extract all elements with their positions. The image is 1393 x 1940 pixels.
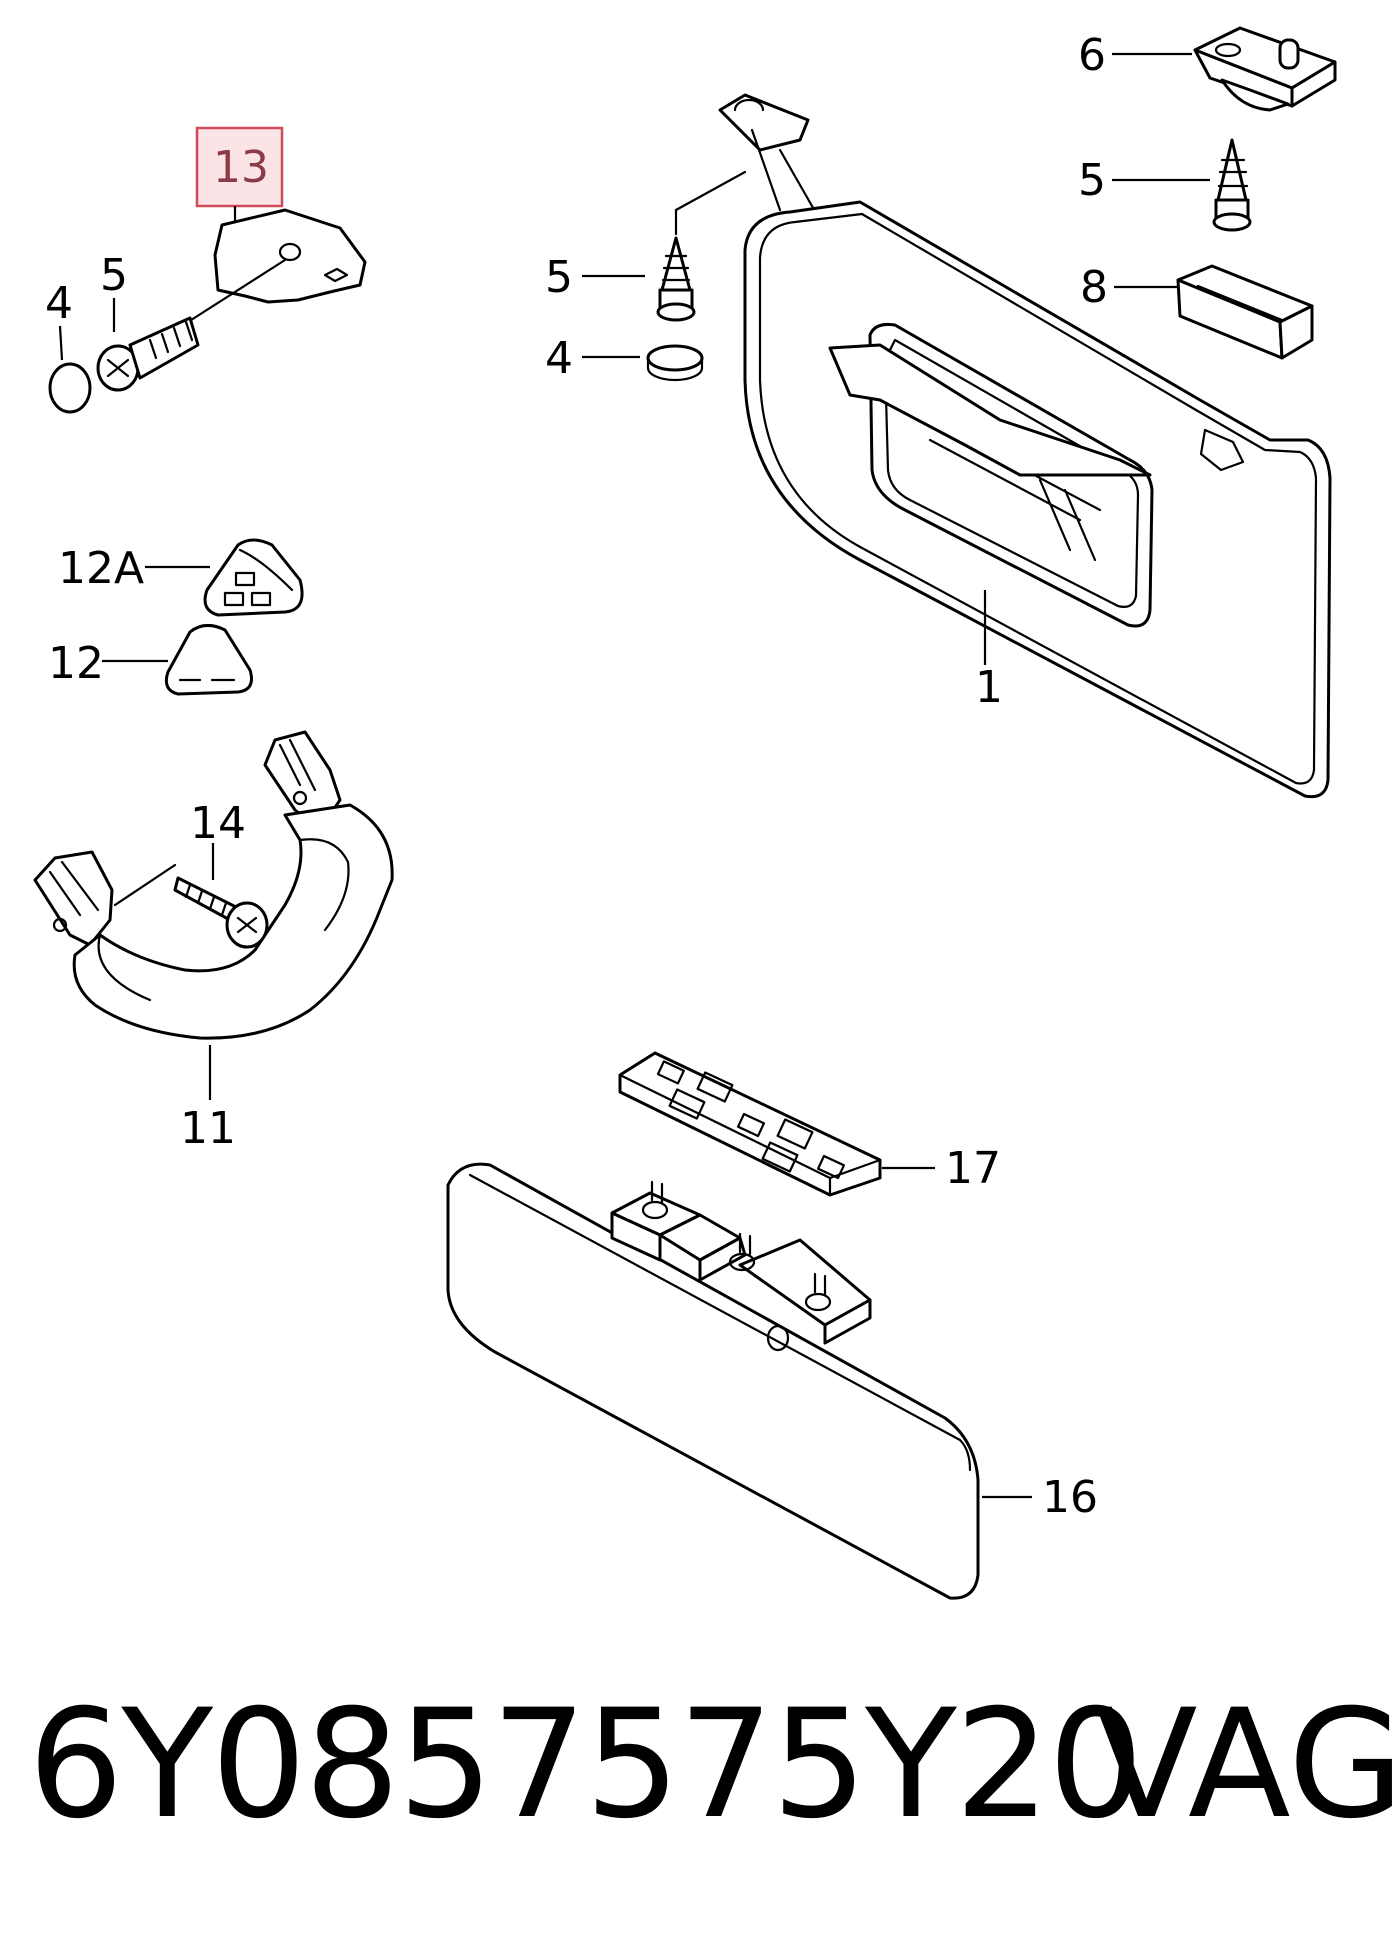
callout-4-left: 4	[45, 278, 73, 329]
part-4-ring-center: 4	[545, 333, 704, 384]
callout-5-center: 5	[545, 252, 573, 303]
part-5-screw-top-right: 5	[1078, 138, 1252, 232]
callout-4-center: 4	[545, 333, 573, 384]
part-16-mirror: 16	[446, 1162, 1098, 1600]
part-12-cover: 12	[48, 624, 253, 696]
part-5-screw-left: 5	[96, 250, 200, 392]
part-13-visor-bracket: 13	[186, 126, 367, 324]
callout-5-top-right: 5	[1078, 155, 1106, 206]
part-1-sun-visor: 1	[718, 93, 1332, 799]
part-4-cap-left: 4	[45, 278, 92, 414]
callout-5-left: 5	[100, 250, 128, 301]
exploded-parts-diagram: 13 5 4 6 5	[33, 26, 1337, 1600]
callout-16: 16	[1042, 1472, 1098, 1523]
brand-name: VAG	[1095, 1678, 1393, 1852]
part-11-grab-handle: 14 11	[33, 730, 394, 1154]
part-17-switch-panel: 17	[618, 1051, 1001, 1197]
callout-11: 11	[180, 1103, 236, 1154]
callout-6: 6	[1078, 30, 1106, 81]
part-number: 6Y0857575Y20	[28, 1678, 1144, 1852]
callout-14: 14	[190, 798, 246, 849]
callout-12: 12	[48, 638, 104, 689]
callout-12a: 12A	[58, 543, 144, 594]
part-6-bracket: 6	[1078, 26, 1337, 112]
highlight-box-13	[195, 126, 284, 208]
callout-17: 17	[945, 1143, 1001, 1194]
part-12a-cover: 12A	[58, 538, 304, 617]
callout-13: 13	[213, 142, 269, 193]
callout-8: 8	[1080, 262, 1108, 313]
callout-1: 1	[975, 662, 1003, 713]
part-5-screw-center: 5	[545, 170, 747, 322]
part-8-clip: 8	[1080, 262, 1314, 360]
